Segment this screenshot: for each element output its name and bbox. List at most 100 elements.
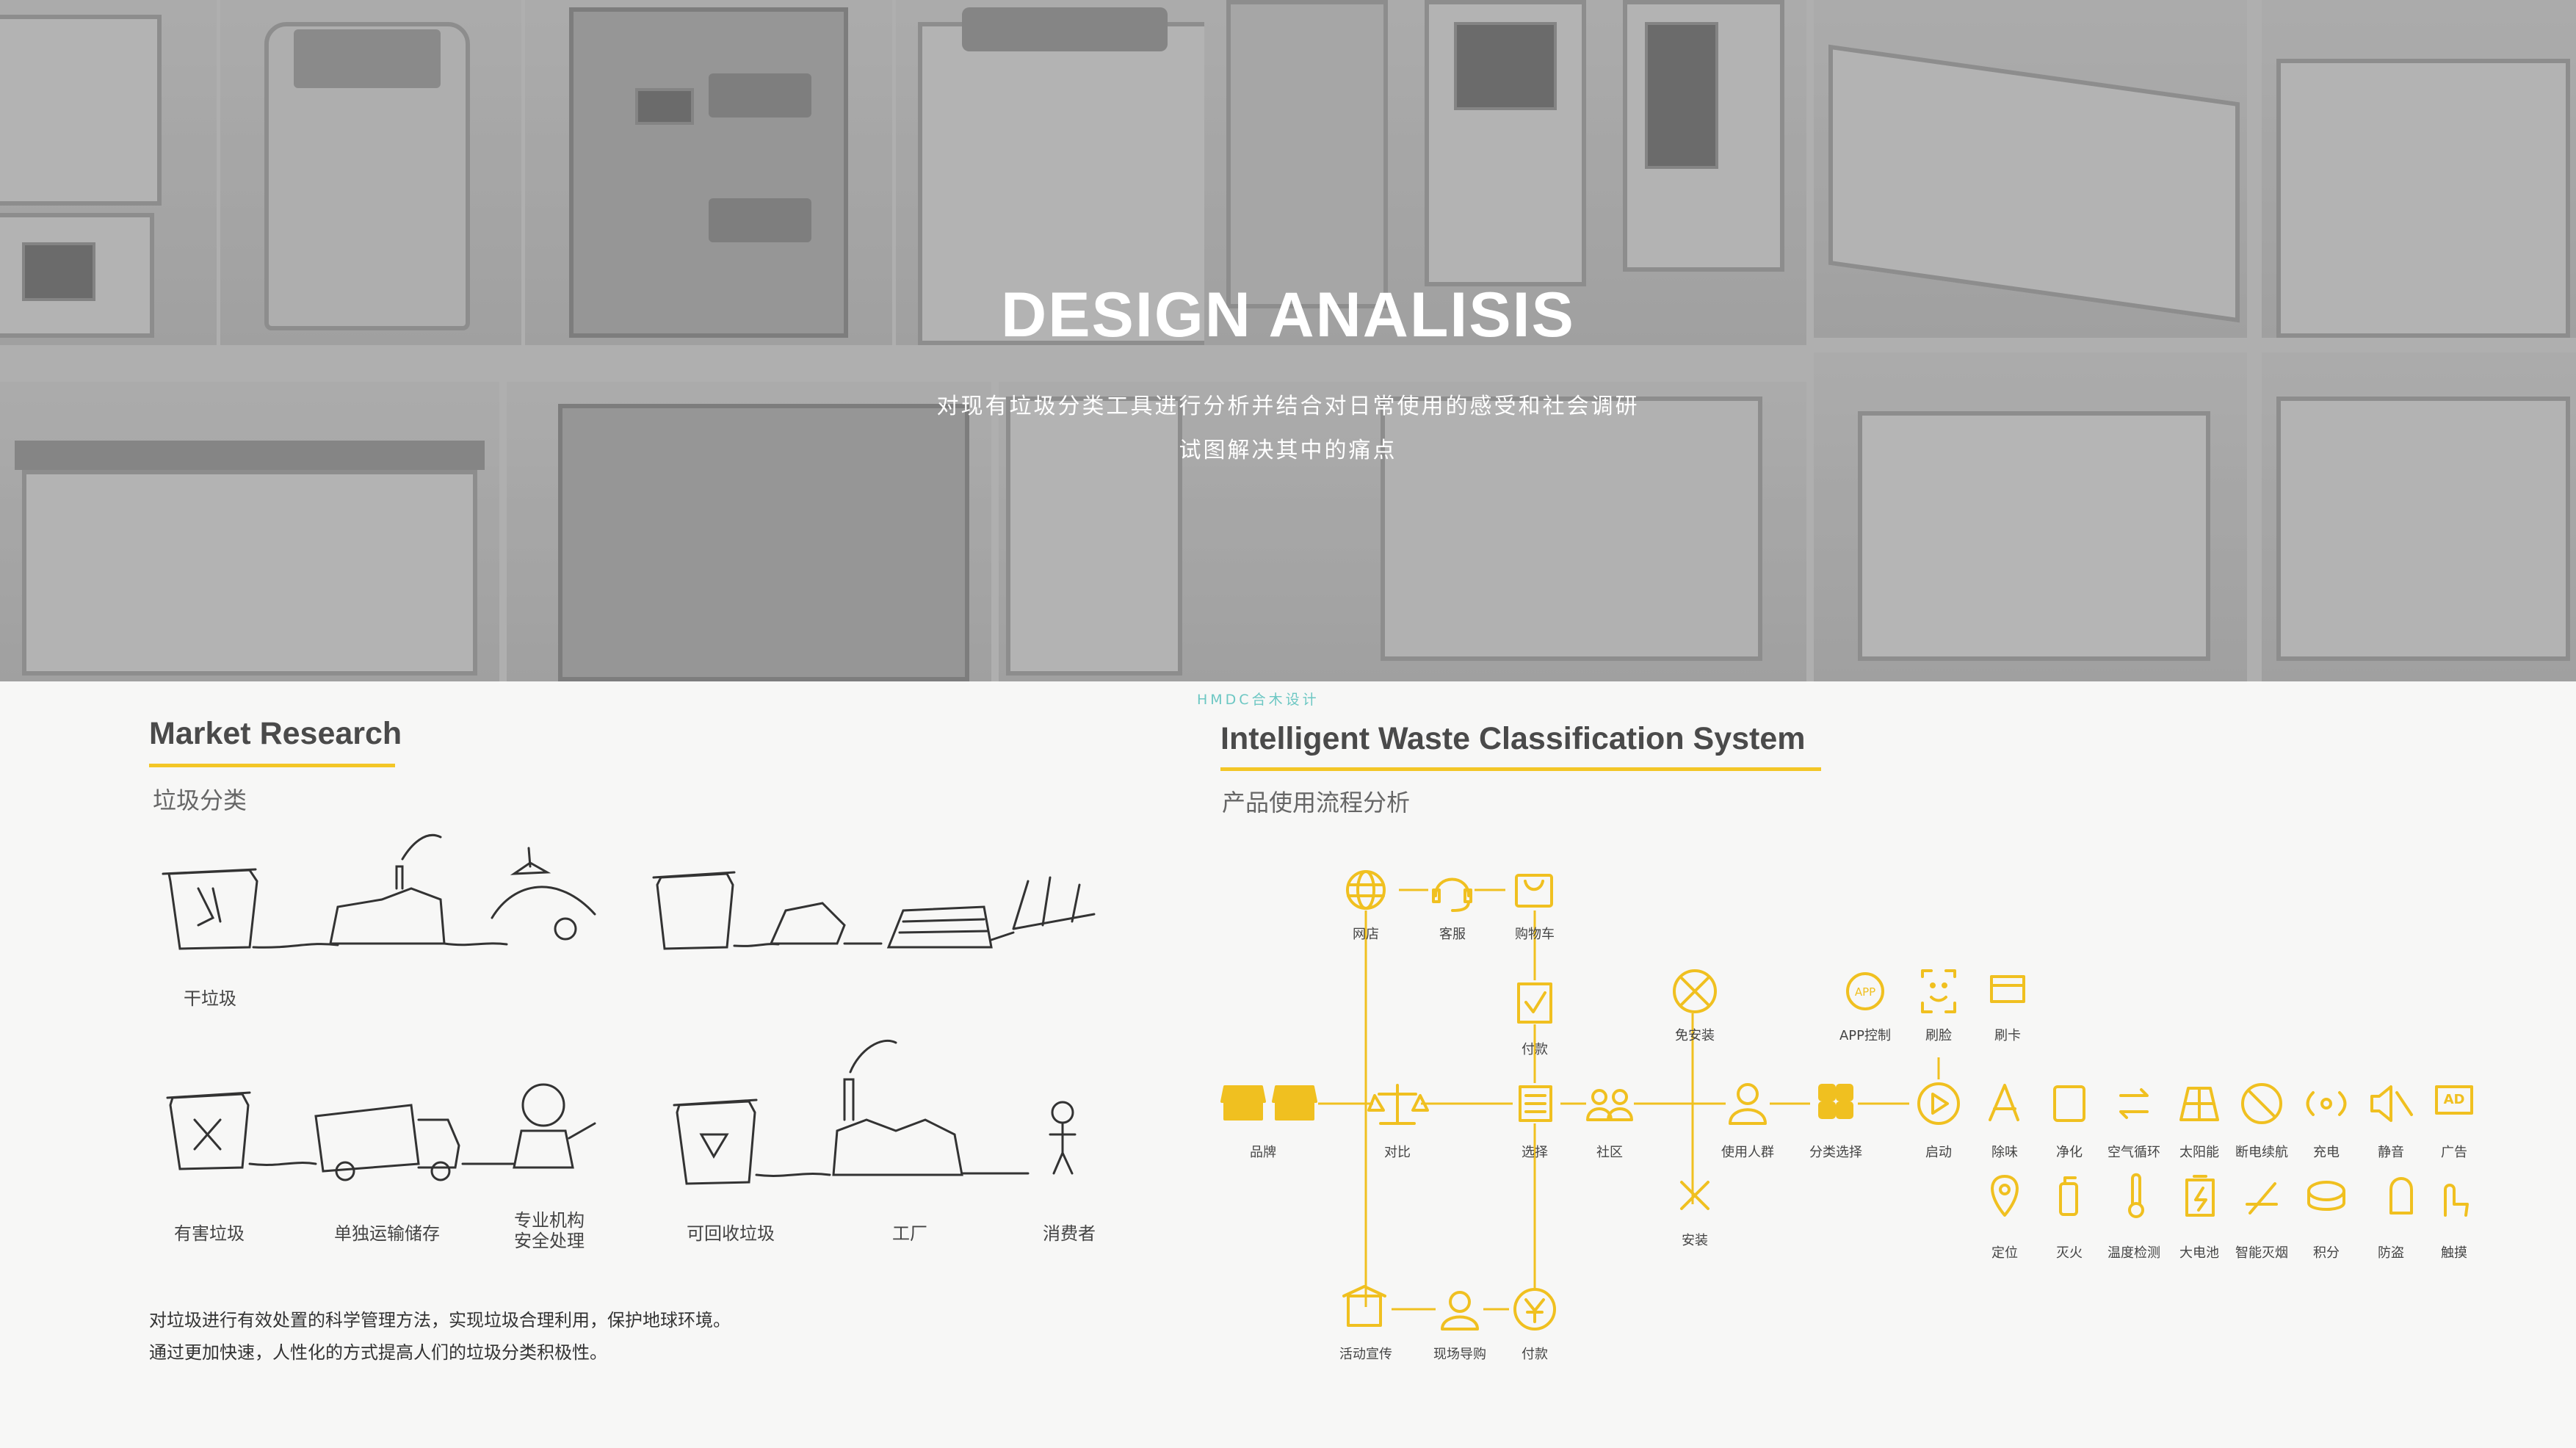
- list-icon: [1519, 1085, 1552, 1122]
- market-research-underline: [149, 764, 395, 767]
- collage-photo-12: [2262, 352, 2576, 681]
- big-battery-icon: [2185, 1175, 2215, 1217]
- label-transport: 单独运输储存: [334, 1223, 440, 1244]
- label-consumer: 消费者: [1043, 1223, 1096, 1244]
- collage-photo-3: [525, 0, 892, 345]
- collage-photo-7: [2262, 0, 2576, 338]
- collage-photo-1: [0, 0, 217, 345]
- feature-label: 触摸: [2441, 1245, 2467, 1261]
- label-cart: 购物车: [1515, 927, 1555, 942]
- feature-label: 空气循环: [2108, 1145, 2160, 1160]
- collage-photo-11: [1814, 352, 2247, 681]
- touch-icon: [2444, 1184, 2469, 1217]
- mute-icon: [2370, 1085, 2413, 1122]
- hero-subtitle-line2: 试图解决其中的痛点: [1179, 438, 1397, 463]
- feature-label: 充电: [2313, 1145, 2340, 1160]
- hero-subtitle-line1: 对现有垃圾分类工具进行分析并结合对日常使用的感受和社会调研: [936, 394, 1640, 419]
- battery-life-icon: [2241, 1083, 2282, 1124]
- scale-icon: [1367, 1084, 1429, 1125]
- label-pay-top: 付款: [1522, 1042, 1548, 1057]
- anti-theft-icon: [2389, 1177, 2413, 1214]
- feature-label: 太阳能: [2179, 1145, 2219, 1160]
- globe-icon: [1346, 870, 1386, 910]
- feature-label: 积分: [2313, 1245, 2340, 1261]
- hero-banner: DESIGN ANALISIS 对现有垃圾分类工具进行分析并结合对日常使用的感受…: [0, 0, 2576, 681]
- app-icon: [1846, 972, 1884, 1010]
- collage-photo-6: [1814, 0, 2247, 338]
- headset-icon: [1432, 877, 1472, 912]
- charge-icon: [2306, 1091, 2347, 1116]
- collage-photo-9: [507, 382, 991, 681]
- collage-photo-4: [896, 0, 1234, 345]
- solar-icon: [2179, 1087, 2219, 1121]
- feature-label: 防盗: [2378, 1245, 2404, 1261]
- label-factory: 工厂: [892, 1223, 927, 1244]
- system-underline: [1220, 767, 1821, 771]
- location-icon: [1991, 1175, 2019, 1217]
- market-research-title: Market Research: [149, 716, 402, 751]
- label-app: APP控制: [1839, 1028, 1892, 1043]
- app-icon-text: APP: [1855, 985, 1875, 999]
- market-research-subtitle: 垃圾分类: [153, 786, 247, 814]
- label-dry-waste: 干垃圾: [184, 988, 236, 1009]
- air-cycle-icon: [2119, 1088, 2149, 1119]
- label-onsite: 现场导购: [1433, 1347, 1486, 1362]
- system-title: Intelligent Waste Classification System: [1220, 721, 1806, 756]
- play-icon: [1917, 1082, 1960, 1125]
- shop-icon: [1220, 1085, 1317, 1121]
- tools-icon: [1680, 1181, 1710, 1210]
- ad-icon: [2435, 1085, 2473, 1115]
- feature-label: 除味: [1991, 1145, 2018, 1160]
- feature-label: 大电池: [2179, 1245, 2219, 1261]
- paragraph-2: 通过更加快速，人性化的方式提高人们的垃圾分类积极性。: [149, 1342, 607, 1363]
- purify-icon: [2053, 1085, 2085, 1122]
- yen-icon: [1513, 1288, 1556, 1331]
- label-pro-agency: 专业机构: [514, 1210, 585, 1231]
- hero-title: DESIGN ANALISIS: [1001, 280, 1575, 350]
- label-free-install: 免安装: [1675, 1028, 1715, 1043]
- extinguisher-icon: [2059, 1176, 2078, 1216]
- thermometer-icon: [2128, 1173, 2144, 1218]
- hero-overlay: [0, 0, 2576, 681]
- payment-doc-icon: [1517, 982, 1552, 1024]
- label-safe-handling: 安全处理: [514, 1231, 585, 1251]
- feature-label: 断电续航: [2235, 1145, 2288, 1160]
- feature-label: 温度检测: [2108, 1245, 2160, 1261]
- watermark: HMDC合木设计: [1197, 692, 1320, 708]
- feature-label: 定位: [1991, 1245, 2018, 1261]
- grid-icon: [1818, 1084, 1853, 1119]
- label-classify: 分类选择: [1809, 1145, 1862, 1160]
- people-icon: [1586, 1089, 1633, 1121]
- feature-label: 智能灭烟: [2235, 1245, 2288, 1261]
- paragraph-1: 对垃圾进行有效处置的科学管理方法，实现垃圾合理利用，保护地球环境。: [149, 1310, 731, 1331]
- label-compare: 对比: [1384, 1145, 1411, 1160]
- label-users: 使用人群: [1721, 1145, 1774, 1160]
- label-select: 选择: [1522, 1145, 1548, 1160]
- label-community: 社区: [1596, 1145, 1623, 1160]
- feature-label: 灭火: [2056, 1245, 2083, 1261]
- label-start: 启动: [1925, 1145, 1952, 1160]
- label-card: 刷卡: [1994, 1028, 2021, 1043]
- deodorize-icon: [1989, 1084, 2019, 1121]
- feature-label: 广告: [2441, 1145, 2467, 1160]
- face-scan-icon: [1921, 969, 1956, 1013]
- collage-photo-8: [0, 382, 499, 681]
- bag-icon: [1515, 874, 1553, 908]
- label-brand: 品牌: [1250, 1145, 1276, 1160]
- user-icon: [1729, 1083, 1767, 1125]
- label-face: 刷脸: [1925, 1028, 1952, 1043]
- label-install: 安装: [1682, 1233, 1708, 1248]
- label-store: 网店: [1353, 927, 1379, 942]
- label-service: 客服: [1439, 927, 1466, 942]
- label-pay-bottom: 付款: [1522, 1347, 1548, 1362]
- smoke-icon: [2246, 1182, 2278, 1214]
- label-promo: 活动宣传: [1339, 1347, 1392, 1362]
- feature-label: 净化: [2056, 1145, 2083, 1160]
- system-subtitle: 产品使用流程分析: [1222, 789, 1411, 817]
- label-hazard-waste: 有害垃圾: [174, 1223, 245, 1244]
- collage-photo-10: [999, 382, 1806, 681]
- card-icon: [1990, 975, 2025, 1003]
- collage-photo-2: [220, 0, 521, 345]
- feature-label: 静音: [2378, 1145, 2404, 1160]
